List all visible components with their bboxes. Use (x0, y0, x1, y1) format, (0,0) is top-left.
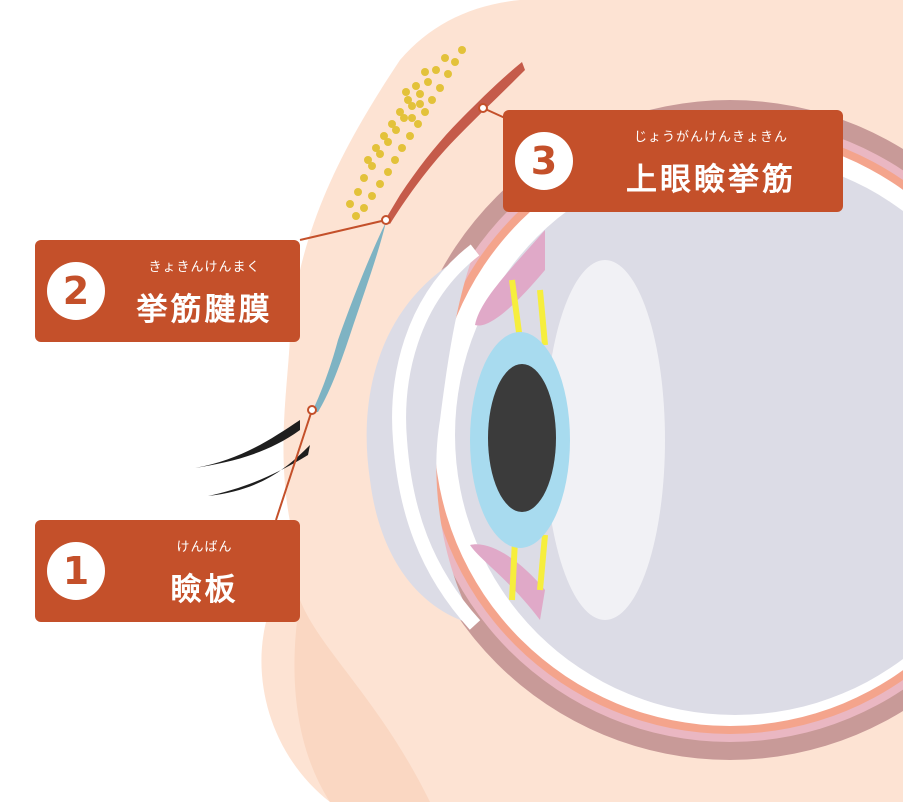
callout-number-badge: 1 (47, 542, 105, 600)
ciliary-body (470, 230, 545, 620)
callout-term: 瞼板 (170, 572, 239, 608)
callout-term: 挙筋腱膜 (136, 292, 273, 328)
callout-ruby: けんばん (176, 540, 233, 555)
lens (545, 260, 665, 620)
callout-term: 上眼瞼挙筋 (626, 162, 796, 198)
zonule-fibers (509, 279, 548, 601)
levator-muscle (385, 62, 525, 224)
pupil (488, 364, 556, 512)
callout-tarsal-plate: 1 けんばん 瞼板 (35, 520, 300, 622)
cornea (366, 244, 481, 630)
callout-number-badge: 3 (515, 132, 573, 190)
leader-lines (275, 103, 506, 521)
callout-levator-muscle: 3 じょうがんけんきょきん 上眼瞼挙筋 (503, 110, 843, 212)
orbital-fat (346, 46, 466, 220)
callout-levator-aponeurosis: 2 きょきんけんまく 挙筋腱膜 (35, 240, 300, 342)
levator-aponeurosis (312, 222, 386, 412)
callout-number-badge: 2 (47, 262, 105, 320)
callout-ruby: じょうがんけんきょきん (633, 130, 788, 145)
callout-ruby: きょきんけんまく (148, 260, 261, 275)
